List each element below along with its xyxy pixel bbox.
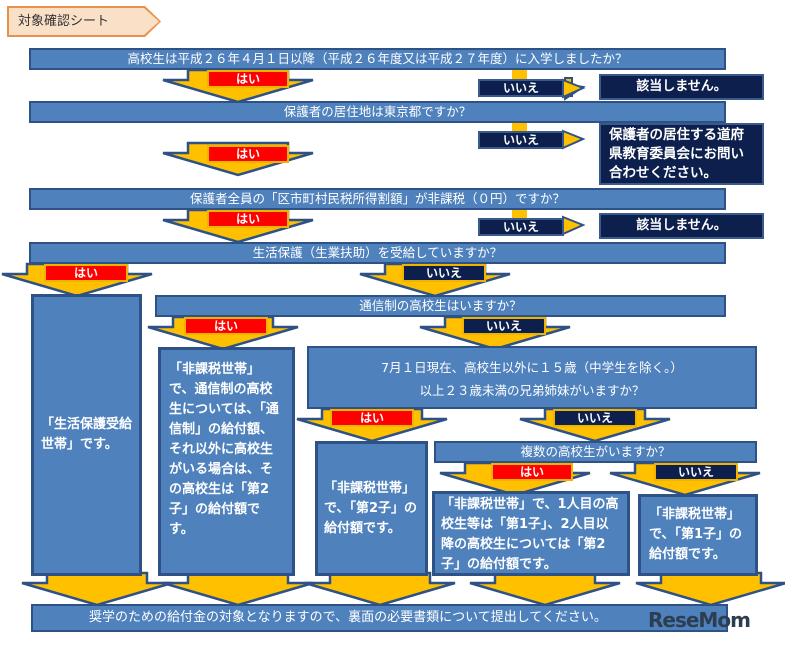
q6-yes-label: はい [330, 409, 414, 427]
q1-no-label: いいえ [478, 79, 564, 97]
q5-no-label: いいえ [462, 317, 546, 335]
q4-no-label: いいえ [402, 264, 486, 282]
q7-yes-label: はい [491, 463, 573, 481]
sheet-title: 対象確認シート [9, 8, 159, 35]
q5-yes-label: はい [184, 317, 268, 335]
outcome-welfare-household: 「生活保護受給世帯」です。 [31, 294, 142, 576]
question-5-bar: 通信制の高校生はいますか？ [155, 295, 726, 317]
q3-yes-label: はい [207, 210, 289, 228]
outcome-correspondence: 「非課税世帯」で、通信制の高校生については、「通信制」の給付額、それ以外に高校生… [158, 347, 295, 576]
q6-line-2: 以上２３歳未満の兄弟姉妹がいますか？ [419, 383, 645, 398]
outcome-contact-board: 保護者の居住する道府県教育委員会にお問い合わせください。 [599, 123, 764, 185]
q4-yes-label: はい [44, 264, 128, 282]
question-4-bar: 生活保護（生業扶助）を受給していますか？ [29, 242, 726, 264]
question-6-box: 7月１日現在、高校生以外に１５歳（中学生を除く。） 以上２３歳未満の兄弟姉妹がい… [307, 346, 757, 409]
outcome-second-child: 「非課税世帯」で、「第2子」の給付額です。 [315, 441, 428, 576]
q1-yes-label: はい [207, 70, 289, 88]
outcome-first-child: 「非課税世帯」で、「第1子」の給付額です。 [638, 494, 758, 576]
question-7-bar: 複数の高校生がいますか？ [434, 441, 757, 463]
outcome-not-applicable-2: 該当しません。 [599, 213, 764, 239]
footer-bar: 奨学のための給付金の対象となりますので、裏面の必要書類について提出してください。 [31, 604, 728, 632]
q3-no-label: いいえ [478, 218, 564, 236]
question-2-bar: 保護者の居住地は東京都ですか？ [29, 101, 726, 123]
q6-line-1: 7月１日現在、高校生以外に１５歳（中学生を除く。） [381, 360, 683, 375]
outcome-not-applicable-1: 該当しません。 [599, 74, 764, 100]
q7-no-label: いいえ [654, 463, 738, 481]
question-1-bar: 高校生は平成２６年４月１日以降（平成２６年度又は平成２７年度）に入学しましたか？ [29, 48, 726, 70]
resemom-logo: ReseMom [648, 608, 751, 632]
outcome-multiple-students: 「非課税世帯」で、1人目の高校生等は「第1子」、2人目以降の高校生については「第… [432, 491, 630, 576]
q6-no-label: いいえ [553, 409, 637, 427]
question-3-bar: 保護者全員の「区市町村民税所得割額」が非課税（０円）ですか？ [29, 188, 726, 210]
q2-yes-label: はい [207, 145, 289, 163]
q2-no-label: いいえ [478, 131, 564, 149]
